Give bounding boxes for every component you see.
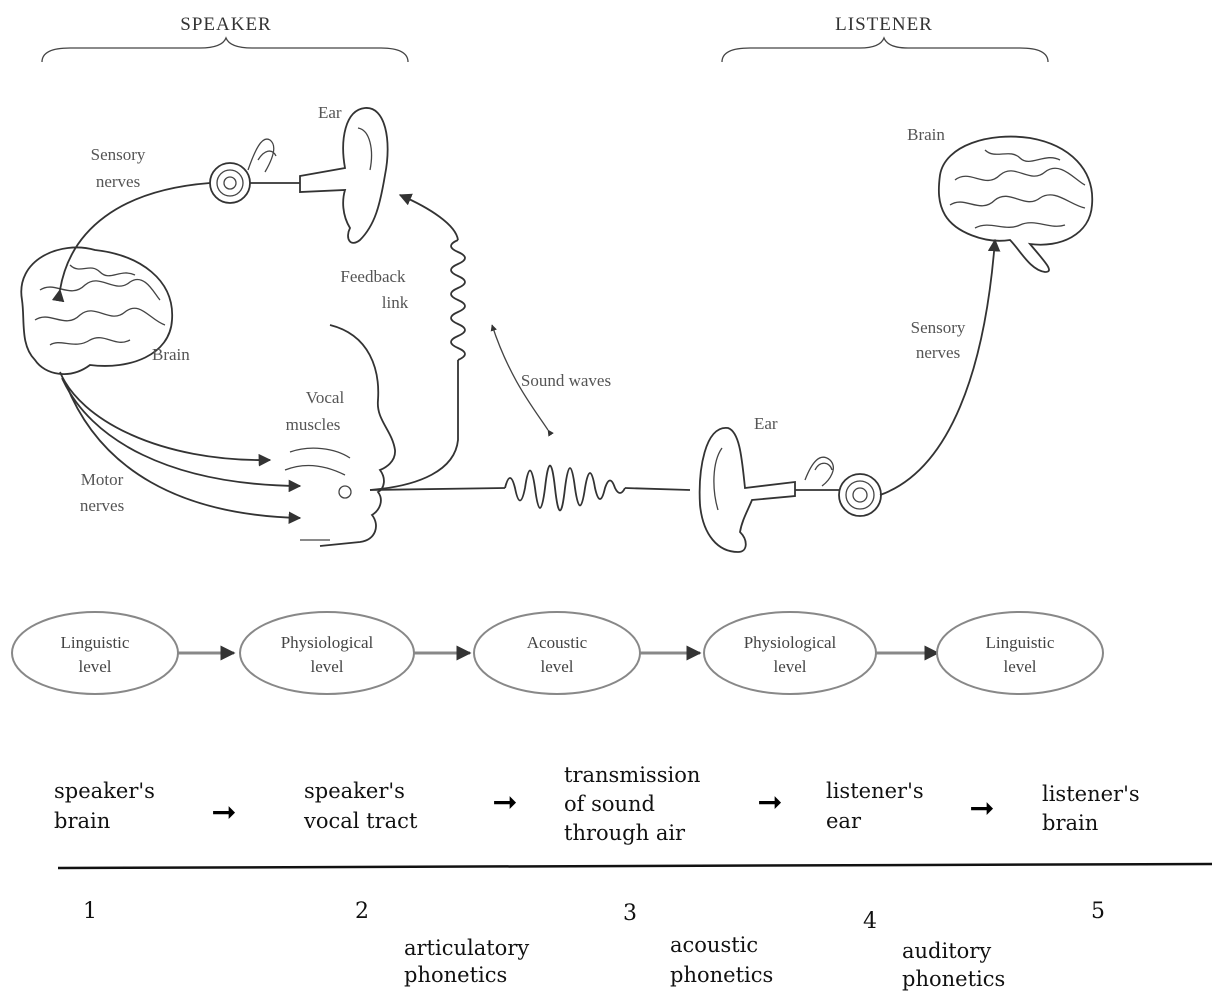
speaker-sensory-label-2: nerves	[96, 172, 140, 191]
svg-text:brain: brain	[1042, 811, 1098, 835]
feedback-link-wave	[369, 193, 466, 491]
flow-arrow-1: ➞	[211, 796, 236, 829]
speaker-brain-label: Brain	[152, 345, 190, 364]
svg-text:level: level	[1003, 657, 1036, 676]
svg-text:ear: ear	[826, 809, 862, 833]
svg-text:phonetics: phonetics	[404, 963, 507, 987]
speaker-ear-label: Ear	[318, 103, 342, 122]
motor-nerves-label-2: nerves	[80, 496, 124, 515]
stage-number-2: 2	[355, 899, 369, 924]
svg-text:speaker's: speaker's	[54, 779, 155, 803]
svg-text:level: level	[540, 657, 573, 676]
svg-text:transmission: transmission	[564, 763, 700, 787]
speaker-sensory-label-1: Sensory	[91, 145, 146, 164]
listener-brain-label: Brain	[907, 125, 945, 144]
flow-arrow-3: ➞	[757, 786, 782, 819]
speaker-cochlea-icon	[209, 138, 300, 204]
speaker-head-profile	[284, 324, 396, 547]
svg-text:level: level	[78, 657, 111, 676]
svg-text:level: level	[773, 657, 806, 676]
stage-number-4: 4	[863, 909, 877, 934]
stage-number-1: 1	[83, 899, 97, 924]
svg-text:of sound: of sound	[564, 792, 655, 816]
svg-text:Linguistic: Linguistic	[61, 633, 130, 652]
level-linguistic-listener: Linguistic level	[936, 611, 1104, 695]
motor-nerve-path-3	[65, 383, 302, 525]
svg-text:level: level	[310, 657, 343, 676]
speaker-group-bracket	[41, 36, 409, 63]
listener-group-bracket	[721, 36, 1049, 63]
flow-arrow-2: ➞	[492, 786, 517, 819]
svg-text:Acoustic: Acoustic	[527, 633, 588, 652]
svg-text:vocal tract: vocal tract	[303, 809, 418, 833]
level-linguistic-speaker: Linguistic level	[11, 611, 179, 695]
level-acoustic: Acoustic level	[473, 611, 641, 695]
svg-text:auditory: auditory	[902, 939, 991, 963]
feedback-link-label-2: link	[382, 293, 409, 312]
sound-waves-icon	[369, 464, 691, 512]
listener-cochlea-icon	[795, 456, 882, 517]
sound-waves-pointer	[490, 324, 554, 437]
listener-sensory-label-1: Sensory	[911, 318, 966, 337]
speaker-group-label: SPEAKER	[180, 14, 271, 35]
stage-listener-ear: listener's ear	[826, 779, 924, 833]
listener-sensory-label-2: nerves	[916, 343, 960, 362]
feedback-link-label-1: Feedback	[340, 267, 406, 286]
svg-text:through air: through air	[564, 821, 686, 845]
stage-number-3: 3	[623, 901, 637, 926]
motor-nerve-path-2	[61, 377, 302, 493]
listener-group-label: LISTENER	[835, 14, 933, 35]
stage-number-5: 5	[1091, 899, 1105, 924]
svg-text:Physiological: Physiological	[281, 633, 374, 652]
svg-text:listener's: listener's	[826, 779, 924, 803]
speaker-sensory-nerve-path	[51, 182, 211, 303]
listener-sensory-nerve-path	[879, 238, 1001, 496]
flow-arrow-4: ➞	[969, 792, 994, 825]
sound-waves-label: Sound waves	[521, 371, 611, 390]
svg-text:phonetics: phonetics	[670, 963, 773, 987]
motor-nerves-label-1: Motor	[81, 470, 124, 489]
speaker-brain-icon	[20, 246, 173, 375]
svg-text:Linguistic: Linguistic	[986, 633, 1055, 652]
level-physiological-listener: Physiological level	[703, 611, 877, 695]
branch-acoustic-phonetics: acoustic phonetics	[670, 933, 773, 987]
stage-transmission: transmission of sound through air	[564, 763, 700, 845]
svg-text:speaker's: speaker's	[304, 779, 405, 803]
level-physiological-speaker: Physiological level	[239, 611, 415, 695]
branch-auditory-phonetics: auditory phonetics	[902, 939, 1005, 991]
vocal-muscles-label-1: Vocal	[306, 388, 345, 407]
listener-ear-label: Ear	[754, 414, 778, 433]
vocal-muscles-label-2: muscles	[286, 415, 341, 434]
stage-listener-brain: listener's brain	[1042, 782, 1140, 835]
motor-nerve-path-1	[59, 371, 272, 467]
svg-text:brain: brain	[54, 809, 110, 833]
listener-brain-icon	[937, 135, 1094, 273]
stage-speaker-brain: speaker's brain	[54, 779, 155, 833]
svg-text:listener's: listener's	[1042, 782, 1140, 806]
svg-text:phonetics: phonetics	[902, 967, 1005, 991]
divider-line	[57, 862, 1213, 870]
svg-text:acoustic: acoustic	[670, 933, 758, 957]
stage-speaker-vocal-tract: speaker's vocal tract	[303, 779, 418, 833]
svg-text:articulatory: articulatory	[404, 936, 529, 960]
speaker-ear-icon	[299, 107, 389, 244]
svg-text:Physiological: Physiological	[744, 633, 837, 652]
listener-ear-icon	[698, 427, 796, 553]
branch-articulatory-phonetics: articulatory phonetics	[404, 936, 529, 987]
